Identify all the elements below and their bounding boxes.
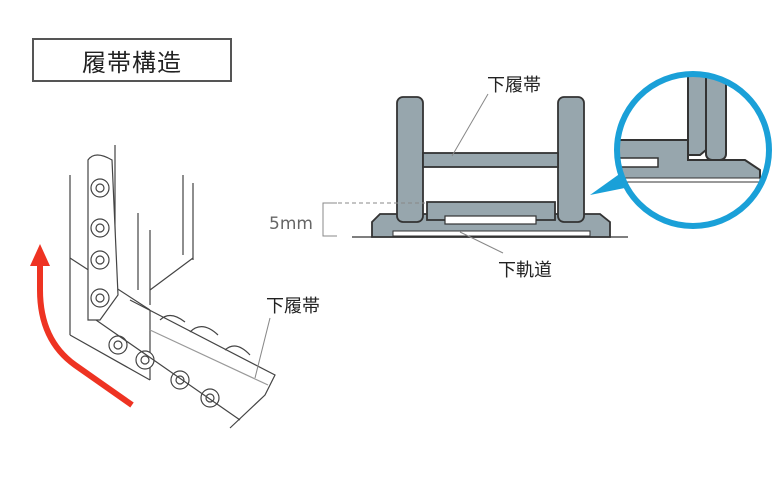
dimension-marker (322, 202, 425, 237)
leader-line (254, 317, 271, 379)
movement-arrow (30, 244, 134, 408)
lower-track-label: 下履帯 (487, 75, 541, 96)
page-title: 履帯構造 (32, 38, 232, 82)
dimension-label: 5mm (269, 214, 313, 234)
cross-section (352, 96, 628, 238)
magnified-detail (590, 71, 772, 229)
cable-chain-illustration (69, 145, 276, 429)
leader-line (451, 93, 489, 157)
lower-track-label-left: 下履帯 (266, 296, 320, 317)
leader-line (459, 231, 504, 254)
lower-rail-label: 下軌道 (498, 260, 552, 281)
